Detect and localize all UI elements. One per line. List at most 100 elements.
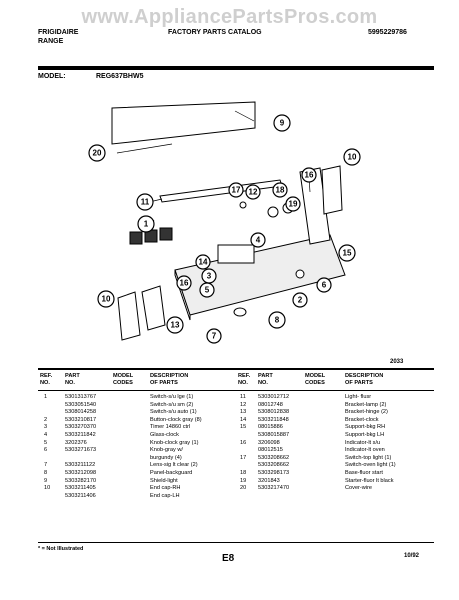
callout-15: 15 (338, 244, 356, 262)
catalog-number: 5995229786 (368, 29, 407, 36)
callout-16b: 16 (176, 275, 192, 291)
model-number: REG637BHW5 (96, 73, 144, 80)
not-illustrated-note: * = Not Illustrated (38, 546, 84, 552)
part-number-cell: 5303298173 (258, 470, 290, 476)
ref-cell: 6 (44, 447, 48, 454)
svg-text:16: 16 (305, 171, 314, 180)
description-cell: Knob-gray w/ (150, 447, 183, 454)
description-cell: Switch-oven light (1) (345, 462, 396, 469)
description-cell: Knob-clock gray (1) (150, 439, 199, 446)
svg-text:10: 10 (102, 295, 111, 304)
callout-20: 20 (88, 144, 106, 162)
col-header-model: MODEL CODES (113, 373, 134, 386)
part-number-cell: 5303051540 (65, 401, 97, 408)
callout-13: 13 (166, 316, 184, 334)
part-number-cell: 5303211406 (65, 492, 96, 499)
switch-part-c (159, 227, 173, 241)
callout-8: 8 (268, 311, 286, 329)
part-number-cell: 5303012712 (258, 394, 290, 400)
fluorescent-tube-part (159, 179, 283, 203)
description-cell: Bracket-clock (345, 416, 379, 423)
fluor-base-part (267, 206, 279, 218)
ref-cell: 20 (240, 485, 247, 492)
part-number-cell: 3201843 (258, 477, 280, 484)
part-number-cell: 5303210817 (65, 416, 97, 423)
svg-text:4: 4 (256, 236, 261, 245)
callout-4: 4 (250, 232, 266, 248)
part-number-cell: 5303208662 (258, 462, 290, 469)
svg-text:8: 8 (275, 316, 280, 325)
ref-cell: 9 (44, 477, 48, 484)
part-number-cell: 5303211848 (258, 416, 289, 423)
end-cap-lh-part (117, 291, 141, 341)
ref-cell: 3 (44, 424, 48, 431)
svg-text:18: 18 (276, 186, 285, 195)
revision-date: 10/92 (404, 553, 420, 559)
brand-name: FRIGIDAIRE (38, 29, 79, 36)
description-cell: Bracket-hinge (2) (345, 409, 388, 416)
description-cell: End cap-LH (150, 492, 180, 499)
callout-17: 17 (228, 182, 244, 198)
product-name: RANGE (38, 38, 64, 45)
callout-11: 11 (136, 193, 154, 211)
ref-cell: 5 (44, 439, 48, 446)
col-header-part-right: PART NO. (258, 373, 273, 386)
clock-timer-part (217, 244, 255, 264)
svg-text:13: 13 (171, 321, 180, 330)
figure-number: 2033 (390, 359, 404, 365)
description-cell: Support-bkg RH (345, 424, 386, 431)
lamp-bracket-part (239, 201, 247, 209)
part-number-cell: 5308015887 (258, 432, 290, 438)
callout-10b: 10 (97, 290, 115, 308)
col-header-ref: REF. NO. (40, 373, 53, 386)
description-cell: Support-bkg LH (345, 432, 385, 438)
description-cell: End cap-RH (150, 485, 181, 492)
svg-text:15: 15 (343, 249, 352, 258)
part-number-cell: 5301313767 (65, 394, 97, 400)
catalog-title: FACTORY PARTS CATALOG (168, 29, 262, 36)
part-number-cell: 3202376 (65, 439, 87, 446)
description-cell: Starter-fluor lt black (345, 477, 394, 484)
model-label: MODEL: (38, 73, 66, 80)
svg-text:10: 10 (348, 153, 357, 162)
ref-cell: 7 (44, 462, 48, 469)
part-number-cell: 5303211122 (65, 462, 96, 469)
table-bottom-rule (38, 542, 434, 543)
svg-text:20: 20 (93, 149, 102, 158)
description-cell: Button-clock gray (8) (150, 416, 202, 423)
col-header-model-right: MODEL CODES (305, 373, 326, 386)
col-header-desc-right: DESCRIPTION OF PARTS (345, 373, 384, 386)
svg-text:14: 14 (199, 258, 208, 267)
part-number-cell: 5303208662 (258, 454, 290, 461)
knob-part (295, 269, 305, 279)
support-lh-part (141, 285, 166, 331)
part-number-cell: 08012515 (258, 447, 283, 454)
svg-text:16: 16 (180, 279, 189, 288)
ref-cell: 18 (240, 470, 247, 476)
callout-18: 18 (272, 182, 288, 198)
description-cell: Cover-wire (345, 485, 373, 492)
ref-cell: 16 (240, 439, 247, 446)
ref-cell: 14 (240, 416, 247, 423)
table-header-rule (38, 390, 434, 391)
model-divider (38, 66, 434, 70)
description-cell: Lens-sig lt clear (2) (150, 462, 198, 469)
ref-cell: 13 (240, 409, 247, 416)
table-top-rule (38, 368, 434, 370)
ref-cell: 2 (44, 416, 48, 423)
part-number-cell: 3206098 (258, 439, 280, 446)
description-cell: burgundy (4) (150, 454, 182, 461)
watermark: www.AppliancePartsPros.com (81, 6, 378, 28)
callout-16: 16 (301, 167, 317, 183)
callout-3: 3 (201, 268, 217, 284)
part-number-cell: 5303212098 (65, 470, 97, 476)
part-number-cell: 5303270370 (65, 424, 97, 431)
description-cell: Switch-s/u sm (2) (150, 401, 194, 408)
col-header-part: PART NO. (65, 373, 80, 386)
part-number-cell: 5303217470 (258, 485, 290, 492)
description-cell: Light- flusr (345, 394, 372, 400)
ref-cell: 8 (44, 470, 48, 476)
ref-cell: 19 (240, 477, 247, 484)
shield-light-part (111, 101, 256, 145)
